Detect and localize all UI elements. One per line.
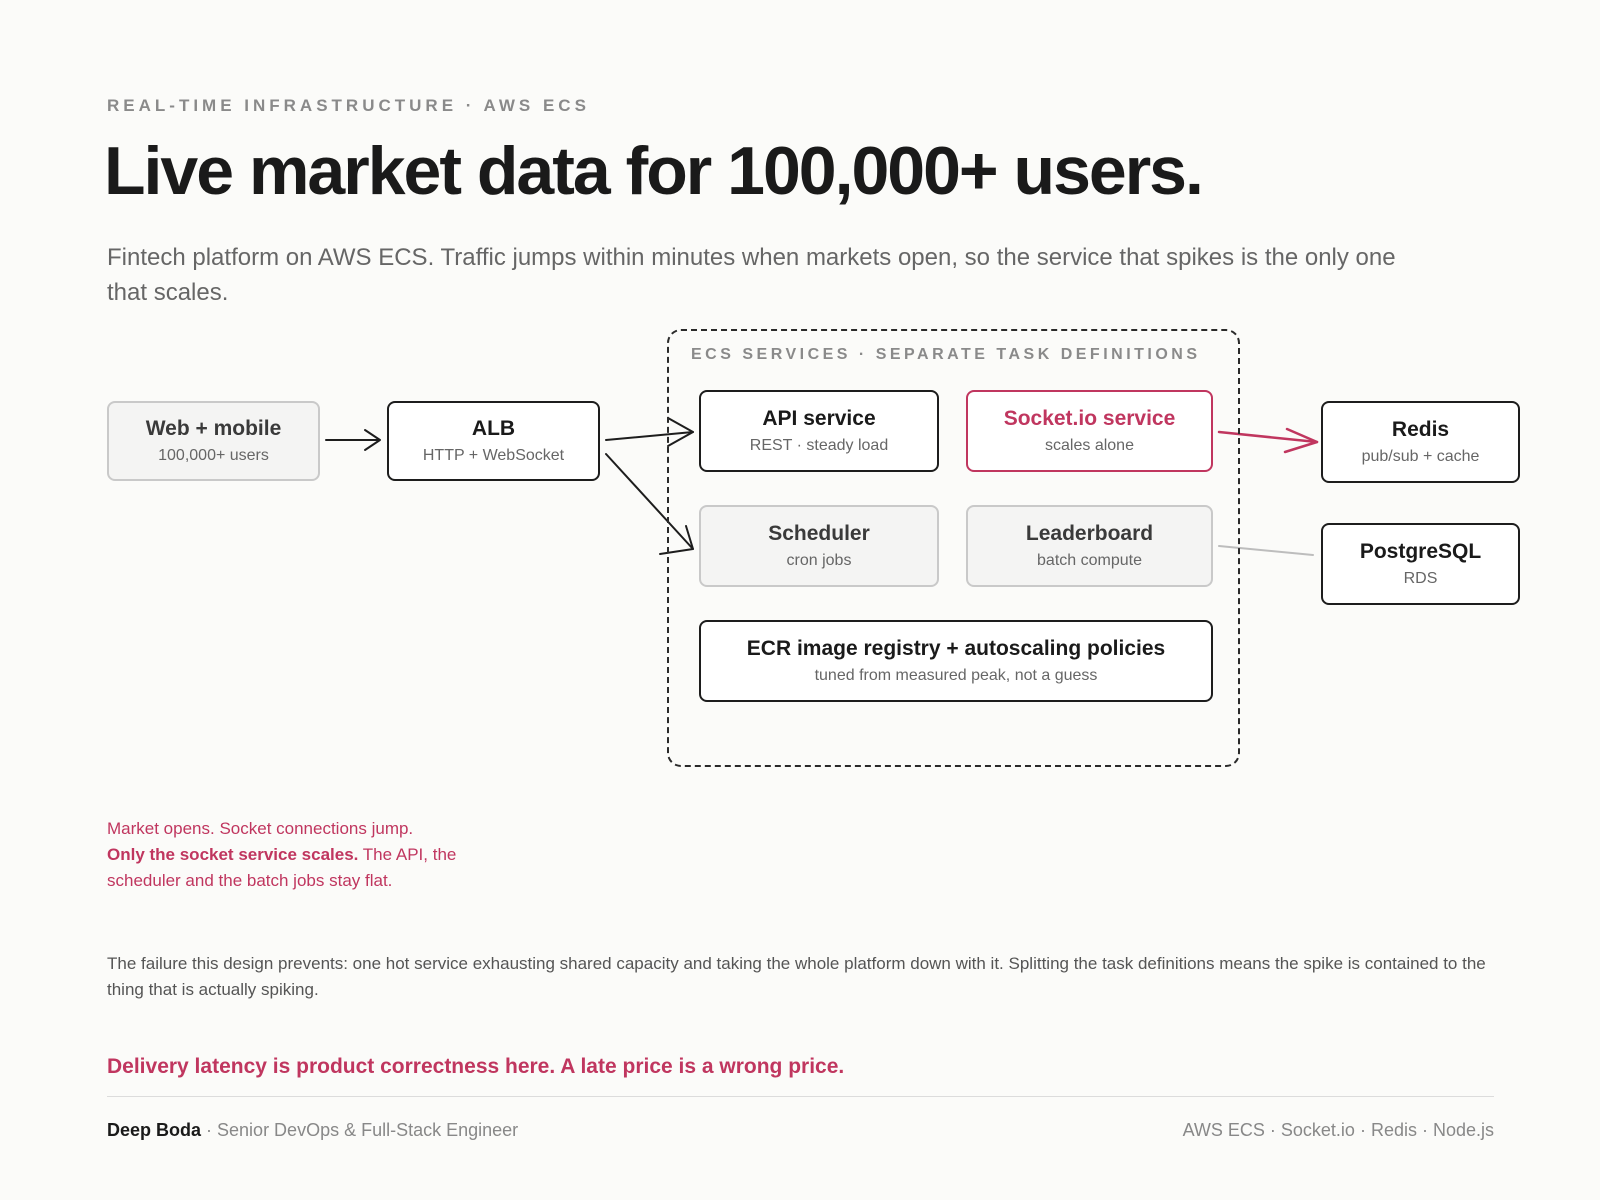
arrow-alb-to-api [605, 431, 694, 441]
node-leaderboard-sub: batch compute [1037, 552, 1142, 569]
punchline: Delivery latency is product correctness … [107, 1055, 845, 1078]
link-leaderboard-to-postgres [1218, 545, 1314, 556]
node-postgres-sub: RDS [1403, 570, 1438, 587]
node-postgresql: PostgreSQL RDS [1321, 523, 1520, 605]
node-socket-title: Socket.io service [1003, 407, 1176, 430]
node-scheduler-sub: cron jobs [786, 552, 852, 569]
footer-byline: Deep Boda · Senior DevOps & Full-Stack E… [107, 1120, 518, 1141]
arrow-alb-to-scheduler [605, 453, 694, 550]
node-clients-sub: 100,000+ users [158, 447, 269, 464]
ecs-services-group [667, 329, 1240, 767]
ecs-group-label: ECS SERVICES · SEPARATE TASK DEFINITIONS [691, 346, 1201, 363]
node-redis-title: Redis [1391, 418, 1450, 441]
node-ecr-registry: ECR image registry + autoscaling policie… [699, 620, 1213, 702]
author-role: · Senior DevOps & Full-Stack Engineer [201, 1120, 519, 1140]
callout-line1: Market opens. Socket connections jump. [107, 819, 414, 838]
market-open-callout: Market opens. Socket connections jump. O… [107, 816, 477, 894]
arrow-socket-to-redis [1217, 430, 1319, 444]
node-leaderboard: Leaderboard batch compute [966, 505, 1213, 587]
node-socket-sub: scales alone [1045, 437, 1134, 454]
callout-rest: The API, the scheduler and the batch job… [107, 845, 457, 890]
footer-stack: AWS ECS · Socket.io · Redis · Node.js [1182, 1120, 1494, 1140]
node-socket-service: Socket.io service scales alone [966, 390, 1213, 472]
node-api-title: API service [762, 407, 876, 430]
arrow-alb-to-api-head [667, 417, 694, 447]
node-scheduler-title: Scheduler [768, 522, 870, 545]
callout-bold: Only the socket service scales. [107, 845, 359, 864]
footer-divider [107, 1096, 1494, 1097]
node-postgres-title: PostgreSQL [1359, 540, 1482, 563]
node-alb-title: ALB [471, 417, 516, 440]
arrow-socket-to-redis-head [1283, 427, 1319, 454]
node-leaderboard-title: Leaderboard [1025, 522, 1154, 545]
node-scheduler: Scheduler cron jobs [699, 505, 939, 587]
node-redis-sub: pub/sub + cache [1361, 448, 1480, 465]
node-clients: Web + mobile 100,000+ users [107, 401, 320, 481]
page-title: Live market data for 100,000+ users. [104, 133, 1204, 209]
node-redis: Redis pub/sub + cache [1321, 401, 1520, 483]
node-alb-sub: HTTP + WebSocket [422, 447, 565, 464]
node-api-sub: REST · steady load [749, 437, 889, 454]
eyebrow: REAL-TIME INFRASTRUCTURE · AWS ECS [107, 96, 590, 115]
node-clients-title: Web + mobile [145, 417, 282, 440]
node-ecr-title: ECR image registry + autoscaling policie… [746, 637, 1166, 660]
author-name: Deep Boda [107, 1120, 202, 1140]
failure-note: The failure this design prevents: one ho… [107, 954, 1486, 999]
node-alb: ALB HTTP + WebSocket [387, 401, 600, 481]
arrow-alb-to-scheduler-head [659, 525, 694, 555]
arrow-clients-to-alb-head [364, 429, 381, 451]
node-ecr-sub: tuned from measured peak, not a guess [814, 667, 1098, 684]
node-api-service: API service REST · steady load [699, 390, 939, 472]
page-subtitle: Fintech platform on AWS ECS. Traffic jum… [107, 244, 1396, 306]
